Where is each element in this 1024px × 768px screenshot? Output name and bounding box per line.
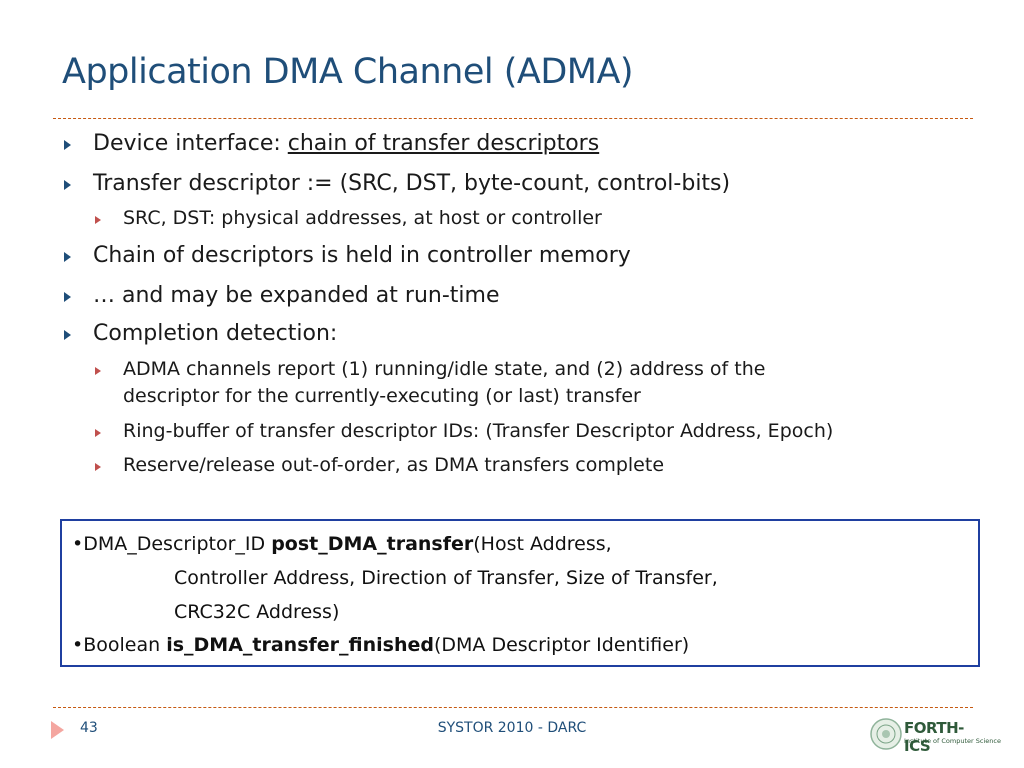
api-text: •DMA_Descriptor_ID [72,533,272,555]
bullet-arrow-icon [64,330,71,340]
sub-bullet-reserve-release: Reserve/release out-of-order, as DMA tra… [123,454,665,476]
sub-bullet-arrow-icon [95,367,101,375]
bullet-completion-detection: Completion detection: [93,321,338,346]
logo-emblem-icon [870,718,902,750]
page-number: 43 [80,720,98,736]
bullet-arrow-icon [64,292,71,302]
bullet-chain-memory: Chain of descriptors is held in controll… [93,243,631,268]
logo-subtitle: Institute of Computer Science [904,737,1001,745]
slide-title: Application DMA Channel (ADMA) [62,52,634,92]
sub-bullet-src-dst: SRC, DST: physical addresses, at host or… [123,207,602,229]
sub-bullet-arrow-icon [95,216,101,224]
api-text: •Boolean [72,634,167,656]
bullet-arrow-icon [64,252,71,262]
bullet-underlined-text: chain of transfer descriptors [287,131,600,156]
sub-bullet-arrow-icon [95,463,101,471]
api-line-args: Controller Address, Direction of Transfe… [174,567,718,589]
bullet-arrow-icon [64,180,71,190]
api-line-post: •DMA_Descriptor_ID post_DMA_transfer(Hos… [72,533,612,555]
bullet-expanded-runtime: … and may be expanded at run-time [93,283,500,308]
api-text: (DMA Descriptor Identifier) [433,634,690,656]
sub-bullet-arrow-icon [95,429,101,437]
bullet-transfer-descriptor: Transfer descriptor := (SRC, DST, byte-c… [93,171,731,196]
api-line-args-cont: CRC32C Address) [174,601,340,623]
top-divider [53,118,973,119]
logo-title: FORTH-ICS [904,719,964,755]
api-text: (Host Address, [473,533,612,555]
bullet-text: Device interface: [93,131,288,156]
sub-bullet-adma-report-cont: descriptor for the currently-executing (… [123,385,641,407]
bottom-divider [53,707,973,708]
bullet-arrow-icon [64,140,71,150]
api-function-name: post_DMA_transfer [271,533,474,555]
footer-text: SYSTOR 2010 - DARC [437,720,587,736]
sub-bullet-adma-report: ADMA channels report (1) running/idle st… [123,358,766,380]
api-function-name: is_DMA_transfer_finished [166,634,434,656]
sub-bullet-ring-buffer: Ring-buffer of transfer descriptor IDs: … [123,420,834,442]
bullet-device-interface: Device interface: chain of transfer desc… [93,131,599,156]
forth-ics-logo: FORTH-ICS Institute of Computer Science [870,713,1001,755]
footer-arrow-icon [51,721,64,739]
api-line-finished: •Boolean is_DMA_transfer_finished(DMA De… [72,634,689,656]
api-box: •DMA_Descriptor_ID post_DMA_transfer(Hos… [60,519,980,667]
